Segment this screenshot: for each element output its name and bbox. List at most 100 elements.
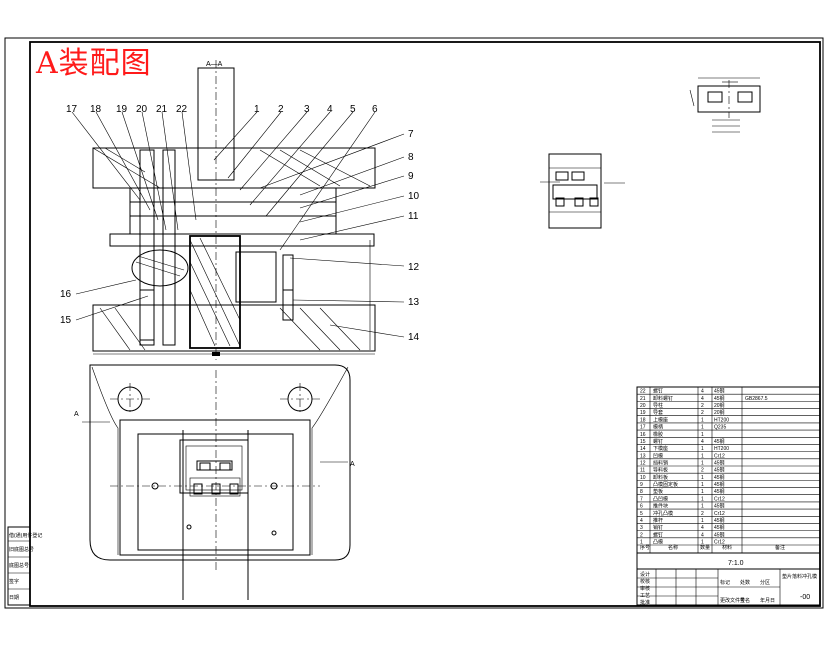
part-drawing: [689, 77, 761, 133]
bom-cell: Q235: [714, 425, 726, 431]
callout-2: 2: [278, 104, 284, 115]
bom-cell: 推杆: [653, 517, 663, 524]
bom-cell: 20钢: [714, 402, 725, 409]
bom-cell: 1: [701, 496, 704, 502]
sign-label: 工艺: [640, 593, 650, 599]
strip-cell-4: 签字: [9, 578, 19, 585]
bom-cell: 1: [701, 417, 704, 423]
callout-13: 13: [408, 297, 420, 308]
bom-cell: 垫板: [653, 488, 663, 495]
bom-cell: 13: [640, 453, 646, 459]
callout-6: 6: [372, 104, 378, 115]
bom-cell: 2: [701, 403, 704, 409]
bom-cell: 45钢: [714, 481, 725, 488]
sign-label: 设计: [640, 571, 650, 578]
left-strip: 借(通)用件登记 旧底图总号 底图总号 签字 日期: [7, 526, 42, 606]
callout-21: 21: [156, 104, 168, 115]
callout-10: 10: [408, 191, 420, 202]
bom-cell: 7: [640, 496, 643, 502]
bom-cell: 1: [701, 461, 704, 467]
bom-cell: 下模座: [653, 445, 668, 452]
callout-12: 12: [408, 262, 420, 273]
bom-cell: 45钢: [714, 524, 725, 531]
bom-cell: Cr12: [714, 453, 725, 459]
bom-cell: 11: [640, 468, 645, 474]
bom-cell: 4: [640, 518, 643, 524]
bom-cell: 45钢: [714, 388, 725, 395]
bom-cell: 4: [701, 525, 704, 531]
callout-9: 9: [408, 171, 414, 182]
section-view: A—A: [71, 60, 405, 360]
bom-cell: 导柱: [653, 402, 663, 409]
bom-cell: 45钢: [714, 517, 725, 524]
callouts: 17 18 19 20 21 22 1 2 3 4 5 6 7 8 9 10 1…: [60, 104, 420, 343]
cut-label-right: A: [350, 461, 355, 468]
bom-cell: 45钢: [714, 531, 725, 538]
bom-cell: 4: [701, 396, 704, 402]
callout-17: 17: [66, 104, 78, 115]
scale-label: 7:1.0: [728, 560, 744, 567]
sign-label: 签名: [740, 597, 750, 604]
bom-cell: 2: [701, 468, 704, 474]
callout-7: 7: [408, 129, 414, 140]
bom-cell: 1: [701, 432, 704, 438]
strip-cell-2: 旧底图总号: [9, 546, 34, 553]
bom-cell: 橡胶: [653, 431, 663, 438]
bom-cell: 1: [701, 475, 704, 481]
bom-cell: 21: [640, 396, 646, 402]
bom-cell: 45钢: [714, 460, 725, 467]
callout-14: 14: [408, 332, 420, 343]
callout-4: 4: [327, 104, 333, 115]
bom-cell: 导料板: [653, 467, 668, 474]
plan-view: A A: [74, 364, 355, 600]
bom-cell: 冲孔凸模: [653, 510, 673, 517]
bom-cell: 1: [701, 425, 704, 431]
callout-11: 11: [408, 211, 419, 222]
bom-cell: 20钢: [714, 409, 725, 416]
callout-5: 5: [350, 104, 356, 115]
bom-cell: 1: [701, 446, 704, 452]
bom-cell: 螺钉: [653, 531, 663, 538]
callout-19: 19: [116, 104, 128, 115]
bom-cell: 卸料板: [653, 474, 668, 481]
callout-16: 16: [60, 289, 72, 300]
drawing-no: -00: [800, 594, 810, 601]
bom-cell: 22: [640, 389, 646, 395]
bom-cell: 凸模: [653, 539, 663, 546]
bom-cell: 销钉: [653, 524, 663, 531]
section-label: A—A: [206, 61, 223, 68]
cut-label-left: A: [74, 411, 79, 418]
callout-3: 3: [304, 104, 310, 115]
sign-label: 年月日: [760, 597, 775, 604]
bom-cell: 2: [701, 511, 704, 517]
bom-cell: HT200: [714, 417, 729, 423]
bom-cell: 1: [701, 482, 704, 488]
bom-cell: 10: [640, 475, 646, 481]
bom-cell: 5: [640, 511, 643, 517]
bom-header-qty: 数量: [700, 544, 710, 551]
strip-cell-1: 借(通)用件登记: [9, 532, 42, 539]
sign-label: 标记: [720, 579, 730, 586]
bom-cell: 4: [701, 439, 704, 445]
bom-cell: 推件块: [653, 503, 668, 510]
bom-cell: 模柄: [653, 424, 663, 431]
inner-frame: [29, 41, 821, 607]
bom-cell: 45钢: [714, 467, 725, 474]
bom-cell: 上模座: [653, 416, 668, 423]
bom-cell: 45钢: [714, 474, 725, 481]
bom-cell: 凸模固定板: [653, 481, 678, 488]
sign-label: 分区: [760, 579, 770, 586]
bom-cell: 导套: [653, 409, 663, 416]
bom-cell: HT200: [714, 446, 729, 452]
callout-15: 15: [60, 315, 72, 326]
part-name: 垫片落料冲孔模: [782, 573, 817, 580]
bom-cell: 19: [640, 410, 646, 416]
bom-cell: 45钢: [714, 438, 725, 445]
bom-cell: 凸凹模: [653, 495, 668, 502]
sign-label: 审核: [640, 585, 650, 592]
bom-cell: 45钢: [714, 395, 725, 402]
bom-cell: 18: [640, 417, 646, 423]
sign-label: 批准: [640, 599, 650, 606]
